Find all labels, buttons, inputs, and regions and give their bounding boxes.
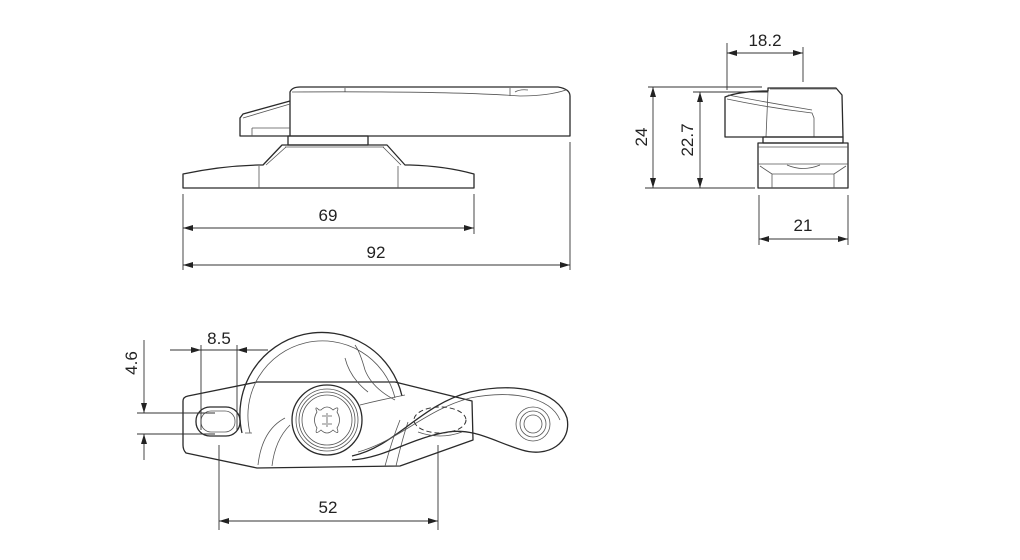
lever-knob-circle: [515, 406, 551, 442]
front-base-plate: [182, 144, 475, 189]
logo-emblem-icon: [314, 406, 340, 434]
lever-handle: [351, 387, 569, 461]
cam-arc: [239, 331, 403, 434]
front-view: 69 92: [182, 86, 571, 270]
dim-label-18-2: 18.2: [748, 31, 781, 50]
dim-label-4-6: 4.6: [122, 351, 141, 375]
dim-label-69: 69: [319, 206, 338, 225]
hidden-right-slot: [413, 406, 467, 434]
dim-label-21: 21: [794, 216, 813, 235]
front-lever-body: [289, 86, 571, 137]
side-base: [757, 142, 849, 189]
side-collar: [762, 136, 844, 144]
center-boss: [291, 384, 363, 456]
top-view: 4.6 8.5 52: [122, 329, 569, 530]
dim-label-92: 92: [367, 243, 386, 262]
dim-label-22-7: 22.7: [678, 123, 697, 156]
top-base-plate: [182, 381, 474, 469]
front-lever-tail: [239, 100, 291, 137]
front-neck: [287, 135, 369, 146]
dim-label-8-5: 8.5: [207, 329, 231, 348]
side-view: 18.2 24 22.7 21: [632, 31, 849, 245]
dim-label-52: 52: [319, 498, 338, 517]
dim-label-24: 24: [632, 128, 651, 147]
side-lever: [724, 87, 844, 138]
